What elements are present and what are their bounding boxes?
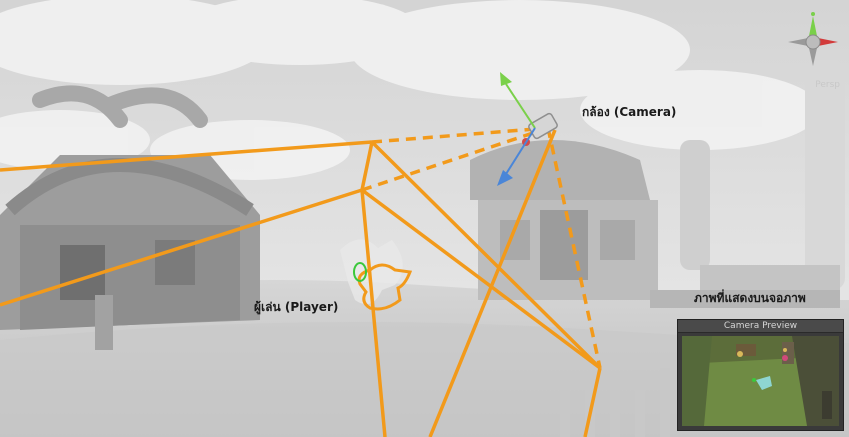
horns — [32, 85, 208, 128]
display-label: ภาพที่แสดงบนจอภาพ — [694, 291, 806, 305]
gizmo-z-axis — [505, 127, 536, 175]
frustum-edge-dashed — [546, 127, 602, 369]
player-label: ผู้เล่น (Player) — [254, 300, 339, 314]
scene-orientation-gizmo[interactable]: Persp — [780, 8, 846, 96]
camera-preview-panel: Camera Preview — [677, 319, 844, 431]
camera-preview-title: Camera Preview — [678, 320, 843, 333]
left-house — [0, 155, 260, 350]
frustum-edge — [0, 188, 363, 307]
player-marker — [353, 262, 367, 282]
player-outline — [357, 263, 413, 311]
camera-move-gizmo[interactable] — [497, 72, 536, 186]
camera-preview-image — [682, 336, 839, 426]
gizmo-y-axis — [505, 83, 536, 129]
frustum-edge — [360, 188, 602, 370]
camera-frustum — [0, 126, 602, 437]
orientation-gizmo-icon — [788, 12, 838, 66]
gizmo-y-arrow — [500, 72, 512, 86]
camera-label: กล้อง (Camera) — [582, 105, 677, 119]
frustum-edge — [360, 189, 387, 437]
gizmo-z-arrow — [497, 170, 513, 186]
frustum-edge — [428, 129, 557, 437]
right-structures — [650, 60, 845, 308]
frustum-edge — [583, 367, 602, 437]
frustum-edge — [360, 141, 374, 191]
frustum-edge — [0, 140, 373, 172]
projection-label[interactable]: Persp — [815, 80, 840, 90]
frustum-edge-dashed — [371, 126, 549, 144]
player-object[interactable] — [340, 239, 413, 311]
center-house — [470, 140, 658, 300]
frustum-edge — [370, 140, 602, 370]
